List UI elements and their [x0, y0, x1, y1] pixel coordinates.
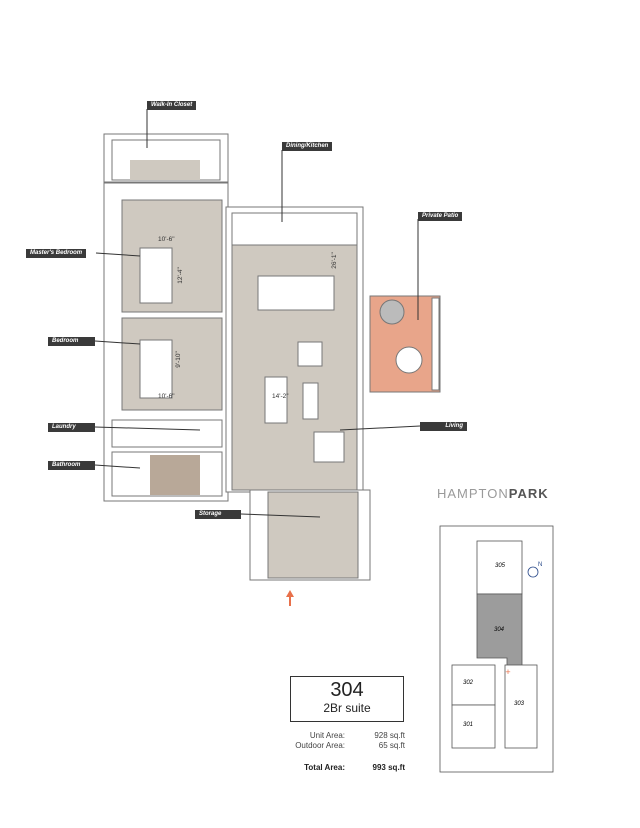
dim-dining-length: 26'-1": [330, 252, 338, 269]
brand-logo: HAMPTONPARK: [437, 486, 549, 501]
unit-303: [504, 664, 538, 749]
dim-living-width: 14'-2": [272, 393, 289, 400]
entry-arrow-icon: [286, 590, 294, 606]
ottoman: [297, 341, 323, 367]
coffee-table: [302, 382, 319, 420]
dim-master-width: 10'-6": [158, 236, 175, 243]
label-dining-kitchen: Dining/Kitchen: [282, 142, 333, 151]
key-plan: [439, 525, 554, 773]
area-row-outdoor: Outdoor Area: 65 sq.ft: [280, 741, 405, 751]
area-value: 928 sq.ft: [374, 731, 405, 740]
label-living: Living: [420, 422, 467, 431]
unit-302: [451, 664, 496, 706]
key-unit-303-label: 303: [514, 701, 525, 707]
suite-info-box: 304 2Br suite: [290, 676, 404, 722]
key-unit-302-label: 302: [463, 680, 474, 686]
north-label: N: [538, 562, 543, 568]
bedroom-bed: [139, 339, 173, 399]
dining-table: [257, 275, 335, 311]
unit-301: [451, 704, 496, 749]
brand-part2: PARK: [508, 486, 549, 501]
unit-305: [476, 540, 523, 595]
label-private-patio: Private Patio: [418, 212, 463, 221]
north-compass-icon: [527, 566, 539, 578]
area-label: Unit Area:: [309, 731, 345, 740]
key-unit-305-label: 305: [495, 563, 506, 569]
dim-bedroom-length: 9'-10": [174, 351, 182, 368]
sofa: [264, 376, 288, 424]
dim-master-length: 12'-4": [176, 267, 184, 284]
total-value: 993 sq.ft: [372, 763, 405, 772]
svg-text:+: +: [505, 667, 510, 677]
label-bathroom: Bathroom: [48, 461, 95, 470]
label-bedroom: Bedroom: [48, 337, 95, 346]
suite-type: 2Br suite: [323, 701, 371, 715]
label-walk-in-closet: Walk-In Closet: [147, 101, 197, 110]
key-unit-301-label: 301: [463, 722, 474, 728]
master-bed: [139, 247, 173, 304]
storage-floor: [267, 491, 359, 579]
kitchen-counter: [231, 212, 358, 246]
area-row-total: Total Area: 993 sq.ft: [280, 763, 405, 773]
dim-bedroom-width: 10'-6": [158, 393, 175, 400]
area-label: Outdoor Area:: [295, 741, 345, 750]
armchair: [313, 431, 345, 463]
laundry-area: [111, 419, 223, 448]
total-label: Total Area:: [304, 763, 345, 772]
area-row-unit: Unit Area: 928 sq.ft: [280, 731, 405, 741]
label-masters-bedroom: Master's Bedroom: [26, 249, 87, 258]
key-unit-304-label: 304: [494, 627, 505, 633]
area-value: 65 sq.ft: [378, 741, 405, 750]
suite-number: 304: [330, 679, 364, 701]
label-laundry: Laundry: [48, 423, 95, 432]
brand-part1: HAMPTON: [437, 486, 509, 501]
label-storage: Storage: [195, 510, 241, 519]
